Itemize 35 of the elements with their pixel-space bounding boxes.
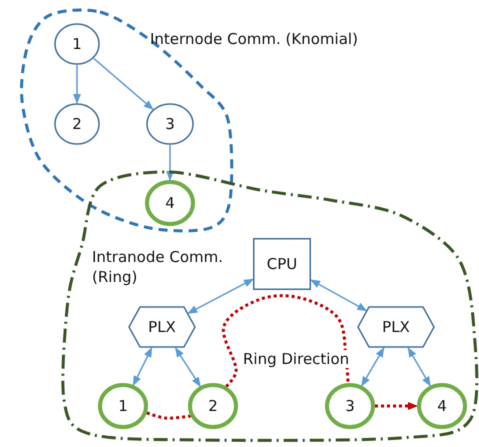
double-arrow [132, 347, 152, 386]
node-circle [145, 180, 195, 226]
region-heading: Internode Comm. (Knomial) [150, 30, 358, 48]
node-label: 3 [345, 397, 355, 415]
hexagon-node [357, 306, 435, 348]
double-arrow [174, 347, 201, 388]
node-circle [54, 103, 100, 145]
node-label: 2 [72, 115, 82, 133]
node-label: 3 [165, 115, 175, 133]
node-circle [98, 383, 148, 429]
node-label: 1 [72, 35, 82, 53]
node-circle [188, 383, 238, 429]
node-label: 4 [437, 397, 447, 415]
node-label: PLX [382, 318, 410, 336]
arrow [73, 65, 81, 104]
node-label: 1 [118, 397, 128, 415]
node-circle [54, 23, 100, 65]
dotted-arrow [375, 402, 418, 410]
node-circle [146, 103, 194, 145]
double-arrow [361, 347, 384, 387]
node-label: PLX [148, 318, 176, 336]
node-circle [417, 383, 467, 429]
node-label: 2 [208, 397, 218, 415]
hexagon-node [128, 306, 196, 348]
node-circle [325, 383, 375, 429]
double-arrow [187, 278, 254, 314]
arrow [166, 145, 174, 181]
process-box [253, 238, 311, 290]
node-label: CPU [266, 255, 298, 273]
arrow [93, 58, 154, 110]
edge-label: Ring Direction [242, 350, 350, 368]
double-arrow [408, 347, 431, 387]
node-label: 4 [165, 194, 175, 212]
region-heading: Intranode Comm. (Ring) [92, 247, 224, 288]
double-arrow [310, 279, 368, 312]
